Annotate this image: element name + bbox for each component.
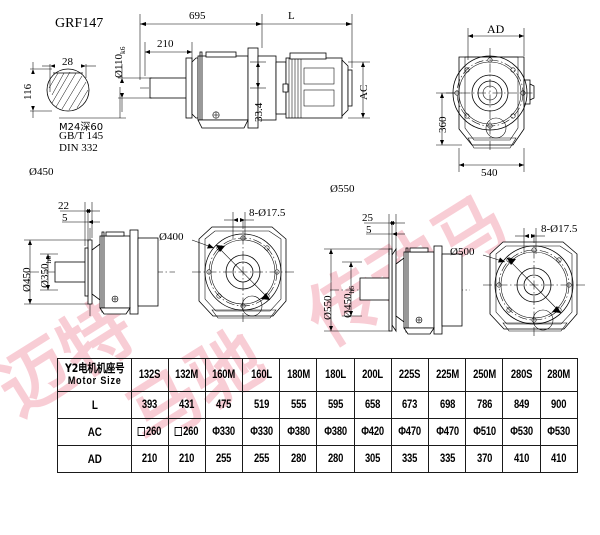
cell-ac-280m: Φ530 <box>543 418 575 447</box>
label-flange-450: Ø450 <box>29 166 54 178</box>
dim-bolt-circle-500: Ø500 <box>450 246 475 258</box>
motor-size-200l: 200L <box>357 357 389 393</box>
cell-ac-132s: 260 <box>133 418 166 447</box>
cell-ad-250m: 370 <box>468 445 501 474</box>
dim-L: L <box>288 10 295 22</box>
dim-bolt-note-550: 8-Ø17.5 <box>541 223 578 235</box>
cell-ac-250m: Φ510 <box>468 418 501 447</box>
cell-l-225s: 673 <box>394 391 426 420</box>
cell-ad-132m: 210 <box>170 445 203 474</box>
motor-size-160m: 160M <box>208 357 240 393</box>
dim-22: 22 <box>58 200 69 212</box>
motor-size-132m: 132M <box>170 357 203 393</box>
thread-note-line1: M24深60 <box>59 122 104 133</box>
header-cn: Y2电机机座号 <box>64 361 125 375</box>
thread-note-line2: GB/T 145 <box>59 130 104 142</box>
row-label-AD: AD <box>63 445 125 474</box>
square-symbol-icon <box>174 426 183 436</box>
motor-size-160l: 160L <box>245 357 277 393</box>
cell-ad-200l: 305 <box>357 445 389 474</box>
cell-ac-200l: Φ420 <box>357 418 389 447</box>
cell-ad-160m: 255 <box>208 445 240 474</box>
cell-ac-160l: Φ330 <box>245 418 277 447</box>
cell-ac-132m: 260 <box>170 418 203 447</box>
dim-AD: AD <box>487 22 505 36</box>
cell-ac-180l: Φ380 <box>319 418 352 447</box>
dim-210: 210 <box>157 38 174 50</box>
cell-ad-225m: 335 <box>431 445 463 474</box>
drawing-title: GRF147 <box>55 16 104 31</box>
motor-size-280m: 280M <box>543 357 575 393</box>
motor-size-180l: 180L <box>319 357 352 393</box>
motor-size-250m: 250M <box>468 357 501 393</box>
cell-l-280s: 849 <box>505 391 538 420</box>
table-header-motor-size: Y2电机机座号 Motor Size <box>63 357 125 393</box>
row-label-L: L <box>63 391 125 420</box>
dim-5-left: 5 <box>62 212 68 224</box>
cell-ad-280s: 410 <box>505 445 538 474</box>
cell-ac-160m: Φ330 <box>208 418 240 447</box>
motor-size-132s: 132S <box>133 357 166 393</box>
cell-ad-132s: 210 <box>133 445 166 474</box>
cell-ad-280m: 410 <box>543 445 575 474</box>
cell-ad-180l: 280 <box>319 445 352 474</box>
cell-ad-180m: 280 <box>282 445 314 474</box>
cell-ad-225s: 335 <box>394 445 426 474</box>
cell-ad-160l: 255 <box>245 445 277 474</box>
cell-l-132s: 393 <box>133 391 166 420</box>
cell-l-200l: 658 <box>357 391 389 420</box>
dim-5-right: 5 <box>366 224 372 236</box>
cell-ac-225m: Φ470 <box>431 418 463 447</box>
cell-ac-180m: Φ380 <box>282 418 314 447</box>
motor-size-225m: 225M <box>431 357 463 393</box>
cell-l-160l: 519 <box>245 391 277 420</box>
dim-540: 540 <box>481 167 498 179</box>
cell-l-280m: 900 <box>543 391 575 420</box>
label-flange-550: Ø550 <box>330 183 355 195</box>
cell-l-180m: 555 <box>282 391 314 420</box>
motor-size-280s: 280S <box>505 357 538 393</box>
cell-ac-225s: Φ470 <box>394 418 426 447</box>
cell-l-225m: 698 <box>431 391 463 420</box>
cell-l-132m: 431 <box>170 391 203 420</box>
motor-size-225s: 225S <box>394 357 426 393</box>
header-en: Motor Size <box>67 375 122 388</box>
thread-note-line3: DIN 332 <box>59 142 98 154</box>
dim-bolt-circle-400: Ø400 <box>159 231 184 243</box>
motor-size-180m: 180M <box>282 357 314 393</box>
cell-l-160m: 475 <box>208 391 240 420</box>
cell-l-180l: 595 <box>319 391 352 420</box>
cell-l-250m: 786 <box>468 391 501 420</box>
dim-bolt-note-450: 8-Ø17.5 <box>249 207 286 219</box>
dim-key-width-28: 28 <box>62 56 73 68</box>
cell-ac-280s: Φ530 <box>505 418 538 447</box>
square-symbol-icon <box>137 426 146 436</box>
dim-695: 695 <box>189 10 206 22</box>
row-label-AC: AC <box>63 418 125 447</box>
dim-25: 25 <box>362 212 373 224</box>
